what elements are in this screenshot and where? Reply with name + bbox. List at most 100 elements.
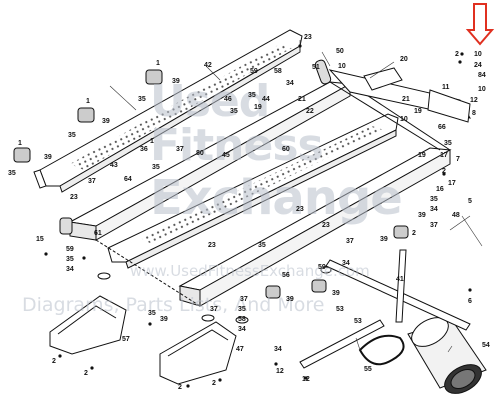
callout-label: 23 [208, 242, 216, 249]
callout-label: 20 [400, 56, 408, 63]
callout-label: 64 [124, 176, 132, 183]
callout-label: 37 [210, 306, 218, 313]
callout-label: 53 [354, 318, 362, 325]
callout-label: 2 [442, 168, 446, 175]
callout-label: 23 [70, 194, 78, 201]
callout-label: 21 [402, 96, 410, 103]
callout-label: 12 [470, 97, 478, 104]
callout-label: 45 [222, 152, 230, 159]
callout-label: 39 [332, 290, 340, 297]
callout-label: 37 [346, 238, 354, 245]
callout-label: 10 [400, 116, 408, 123]
callout-label: 39 [380, 236, 388, 243]
callout-label: 10 [478, 86, 486, 93]
right-rear-shroud [159, 321, 237, 385]
callout-label: 66 [438, 124, 446, 131]
callout-label: 35 [138, 96, 146, 103]
callout-label: 19 [418, 152, 426, 159]
callout-label: 58 [274, 68, 282, 75]
callout-label: 35 [444, 140, 452, 147]
callout-label: 23 [304, 34, 312, 41]
callout-label: 84 [478, 72, 486, 79]
callout-label: 35 [238, 306, 246, 313]
callout-label: 37 [240, 296, 248, 303]
callout-label: 17 [440, 152, 448, 159]
callout-label: 2 [52, 358, 56, 365]
callout-label: 34 [274, 346, 282, 353]
callout-label: 22 [306, 108, 314, 115]
callout-label: 1 [86, 98, 90, 105]
callout-label: 23 [322, 222, 330, 229]
callout-label: 19 [254, 104, 262, 111]
callout-label: 2 [178, 384, 182, 391]
left-rear-shroud [49, 295, 127, 355]
leader-lines [109, 40, 483, 353]
callout-label: 61 [94, 230, 102, 237]
callout-label: 12 [276, 368, 284, 375]
red-highlight-arrow [465, 3, 495, 46]
callout-label: 35 [66, 256, 74, 263]
callout-label: 35 [230, 108, 238, 115]
callout-label: 42 [204, 62, 212, 69]
leveling-feet [97, 266, 332, 324]
callout-label: 7 [456, 156, 460, 163]
callout-label: 39 [102, 118, 110, 125]
callout-label: 35 [248, 92, 256, 99]
callout-label: 80 [196, 150, 204, 157]
motor [407, 317, 487, 394]
callout-label: 34 [238, 326, 246, 333]
callout-label: 39 [44, 154, 52, 161]
callout-label: 59 [250, 68, 258, 75]
callout-label: 59 [66, 246, 74, 253]
callout-label: 35 [68, 132, 76, 139]
callout-label: 34 [286, 80, 294, 87]
front-roller [314, 59, 332, 85]
callout-label: 35 [430, 196, 438, 203]
callout-label: 5 [468, 198, 472, 205]
callout-label: 15 [36, 236, 44, 243]
callout-label: 48 [452, 212, 460, 219]
callout-label: 35 [152, 164, 160, 171]
callout-label: 11 [442, 84, 450, 91]
callout-label: 2 [212, 380, 216, 387]
drive-belt [358, 334, 405, 366]
callout-label: 43 [110, 162, 118, 169]
callout-label: 39 [286, 296, 294, 303]
incline-frame [299, 249, 471, 369]
callout-label: 34 [430, 206, 438, 213]
callout-label: 47 [236, 346, 244, 353]
callout-label: 24 [474, 62, 482, 69]
callout-label: 21 [298, 96, 306, 103]
left-step-rail [33, 29, 303, 193]
callout-label: 55 [364, 366, 372, 373]
callout-label: 37 [176, 146, 184, 153]
callout-label: 10 [474, 51, 482, 58]
rear-roller [59, 217, 73, 235]
callout-label: 1 [18, 140, 22, 147]
callout-label: 56 [282, 272, 290, 279]
callout-label: 19 [414, 108, 422, 115]
callout-label: 2 [412, 230, 416, 237]
callout-label: 35 [258, 242, 266, 249]
callout-label: 34 [342, 260, 350, 267]
callout-label: 1 [156, 60, 160, 67]
callout-label: 2 [455, 51, 459, 58]
wheel-brackets [13, 69, 409, 299]
callout-label: 16 [436, 186, 444, 193]
callout-label: 36 [140, 146, 148, 153]
callout-label: 51 [312, 64, 320, 71]
callout-label: 50 [336, 48, 344, 55]
callout-label: 59 [318, 264, 326, 271]
callout-label: 10 [338, 63, 346, 70]
callout-label: 39 [172, 78, 180, 85]
callout-label: 46 [224, 96, 232, 103]
callout-label: 60 [282, 146, 290, 153]
callout-label: 35 [148, 310, 156, 317]
callout-label: 6 [468, 298, 472, 305]
callout-label: 39 [418, 212, 426, 219]
main-frame [68, 67, 471, 307]
callout-label: 23 [296, 206, 304, 213]
right-step-rail [107, 113, 399, 269]
callout-label: 37 [430, 222, 438, 229]
